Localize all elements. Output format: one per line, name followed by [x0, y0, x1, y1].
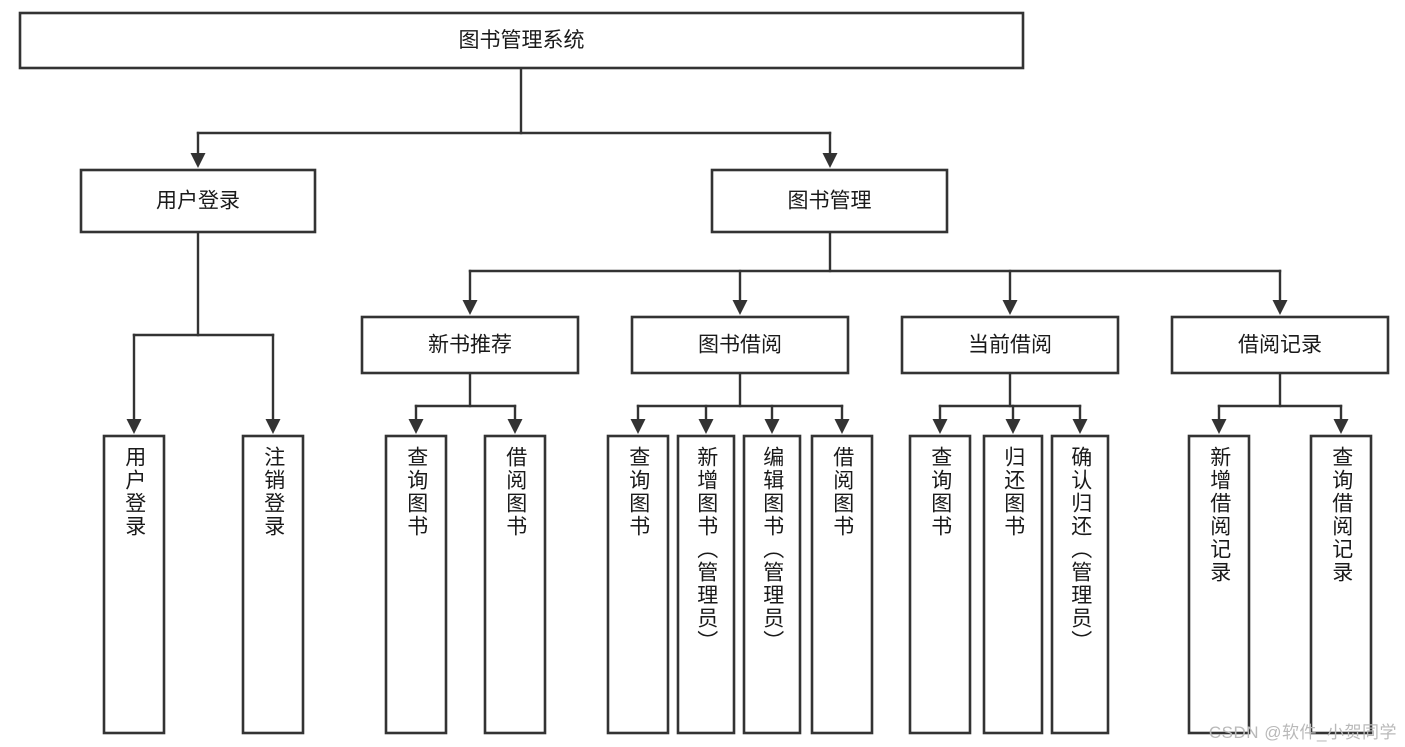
node-label-current-borrow: 当前借阅 [968, 334, 1052, 357]
leaf-leaf-return-book[interactable] [982, 434, 1044, 735]
arrow-current-l3-icon [1072, 419, 1088, 434]
node-label-user-login: 用户登录 [156, 190, 240, 213]
arrow-leaf-logout-icon [265, 419, 281, 434]
leaf-leaf-confirm-return[interactable] [1050, 434, 1110, 735]
arrow-record-l1-icon [1211, 419, 1227, 434]
arrow-borrow-l2-icon [698, 419, 714, 434]
node-new-book-rec[interactable] [360, 315, 580, 375]
leaf-leaf-query-book-3[interactable] [908, 434, 972, 735]
arrow-c1-icon [462, 300, 478, 315]
arrow-rec-l1-icon [408, 419, 424, 434]
node-book-borrow[interactable] [630, 315, 850, 375]
node-borrow-record[interactable] [1170, 315, 1390, 375]
leaf-leaf-query-book-2[interactable] [606, 434, 670, 735]
leaf-leaf-logout[interactable] [241, 434, 305, 735]
node-label-book-borrow: 图书借阅 [698, 334, 782, 357]
arrow-leaf-user-login-icon [126, 419, 142, 434]
leaf-leaf-borrow-book-1[interactable] [483, 434, 547, 735]
arrow-borrow-l3-icon [764, 419, 780, 434]
arrow-c2-icon [732, 300, 748, 315]
leaf-leaf-user-login[interactable] [102, 434, 166, 735]
arrow-c4-icon [1272, 300, 1288, 315]
leaf-leaf-borrow-book-2[interactable] [810, 434, 874, 735]
node-label-new-book-rec: 新书推荐 [428, 334, 512, 357]
leaf-leaf-add-book[interactable] [676, 434, 736, 735]
arrowhead-layer [126, 153, 1349, 434]
arrow-book-manage-icon [822, 153, 838, 168]
arrow-current-l1-icon [932, 419, 948, 434]
arrow-current-l2-icon [1005, 419, 1021, 434]
arrow-user-login-icon [190, 153, 206, 168]
leaf-leaf-edit-book[interactable] [742, 434, 802, 735]
node-label-root: 图书管理系统 [459, 29, 585, 52]
arrow-borrow-l4-icon [834, 419, 850, 434]
leaf-leaf-query-record[interactable] [1309, 434, 1373, 735]
node-book-manage[interactable] [710, 168, 949, 234]
node-label-borrow-record: 借阅记录 [1238, 334, 1322, 357]
arrow-rec-l2-icon [507, 419, 523, 434]
node-user-login[interactable] [79, 168, 317, 234]
node-current-borrow[interactable] [900, 315, 1120, 375]
leaf-leaf-query-book-1[interactable] [384, 434, 448, 735]
arrow-borrow-l1-icon [630, 419, 646, 434]
node-label-book-manage: 图书管理 [788, 190, 872, 213]
leaf-leaf-add-record[interactable] [1187, 434, 1251, 735]
watermark: CSDN @软件_小贺同学 [1208, 723, 1397, 742]
node-root[interactable] [18, 11, 1025, 70]
arrow-c3-icon [1002, 300, 1018, 315]
arrow-record-l2-icon [1333, 419, 1349, 434]
